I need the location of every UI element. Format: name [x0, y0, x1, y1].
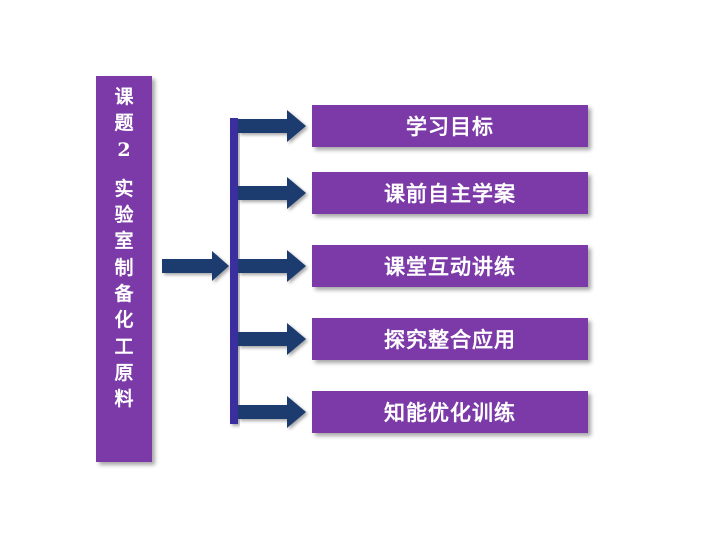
title-char: 课 [114, 86, 134, 108]
menu-item-classroom-practice[interactable]: 课堂互动讲练 [312, 245, 588, 287]
branch-arrow-icon [238, 396, 306, 428]
menu-item-skill-training[interactable]: 知能优化训练 [312, 391, 588, 433]
branch-arrow-icon [238, 323, 306, 355]
title-char: 实 [114, 177, 134, 200]
title-char: 验 [114, 204, 134, 227]
title-char: 制 [114, 256, 134, 279]
branch-arrow-icon [238, 250, 306, 282]
menu-item-learning-goals[interactable]: 学习目标 [312, 105, 588, 147]
title-char: 室 [114, 230, 134, 253]
title-char: 备 [114, 283, 134, 306]
branch-arrow-icon [238, 110, 306, 142]
menu-item-inquiry-application[interactable]: 探究整合应用 [312, 318, 588, 360]
title-char: 料 [114, 388, 134, 411]
topic-title: 课 题 2 实 验 室 制 备 化 工 原 料 [96, 84, 152, 413]
title-char: 化 [114, 309, 134, 332]
title-char: 2 [117, 138, 131, 161]
menu-item-pre-class-study[interactable]: 课前自主学案 [312, 172, 588, 214]
branch-arrow-icon [238, 177, 306, 209]
title-char: 工 [114, 335, 134, 358]
title-char: 题 [114, 112, 134, 135]
topic-title-box: 课 题 2 实 验 室 制 备 化 工 原 料 [96, 76, 152, 462]
vertical-bar [230, 118, 238, 424]
main-arrow-icon [162, 251, 229, 281]
title-char: 原 [114, 361, 134, 384]
